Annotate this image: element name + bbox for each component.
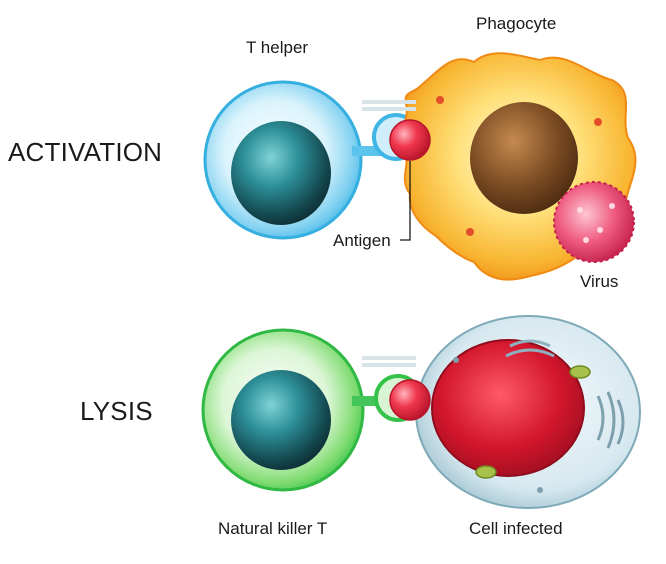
infected-label: Cell infected <box>469 519 563 538</box>
nk-t-nucleus <box>231 370 331 470</box>
virus-label: Virus <box>580 272 619 291</box>
phagocyte-nucleus <box>470 102 578 214</box>
antigen-lysis <box>389 379 431 421</box>
t-helper-nucleus <box>231 121 331 225</box>
lysis-title: LYSIS <box>80 396 153 426</box>
activation-title: ACTIVATION <box>8 137 163 167</box>
antigen-label: Antigen <box>333 231 391 250</box>
antigen-pointer <box>400 161 411 241</box>
nk-t-label: Natural killer T <box>218 519 328 538</box>
mhc-bar-top <box>362 100 416 104</box>
antigen <box>389 119 431 161</box>
mhc-bar-bottom-lysis <box>362 363 416 367</box>
phagocyte-label: Phagocyte <box>476 14 557 33</box>
t-helper-cell <box>203 80 363 240</box>
virus <box>553 181 635 263</box>
t-helper-label: T helper <box>246 38 309 57</box>
nk-t-cell <box>201 328 365 492</box>
mhc-bar-bottom <box>362 107 416 111</box>
infected-cell <box>415 315 641 509</box>
infected-nucleus <box>431 339 585 477</box>
mhc-bar-top-lysis <box>362 356 416 360</box>
